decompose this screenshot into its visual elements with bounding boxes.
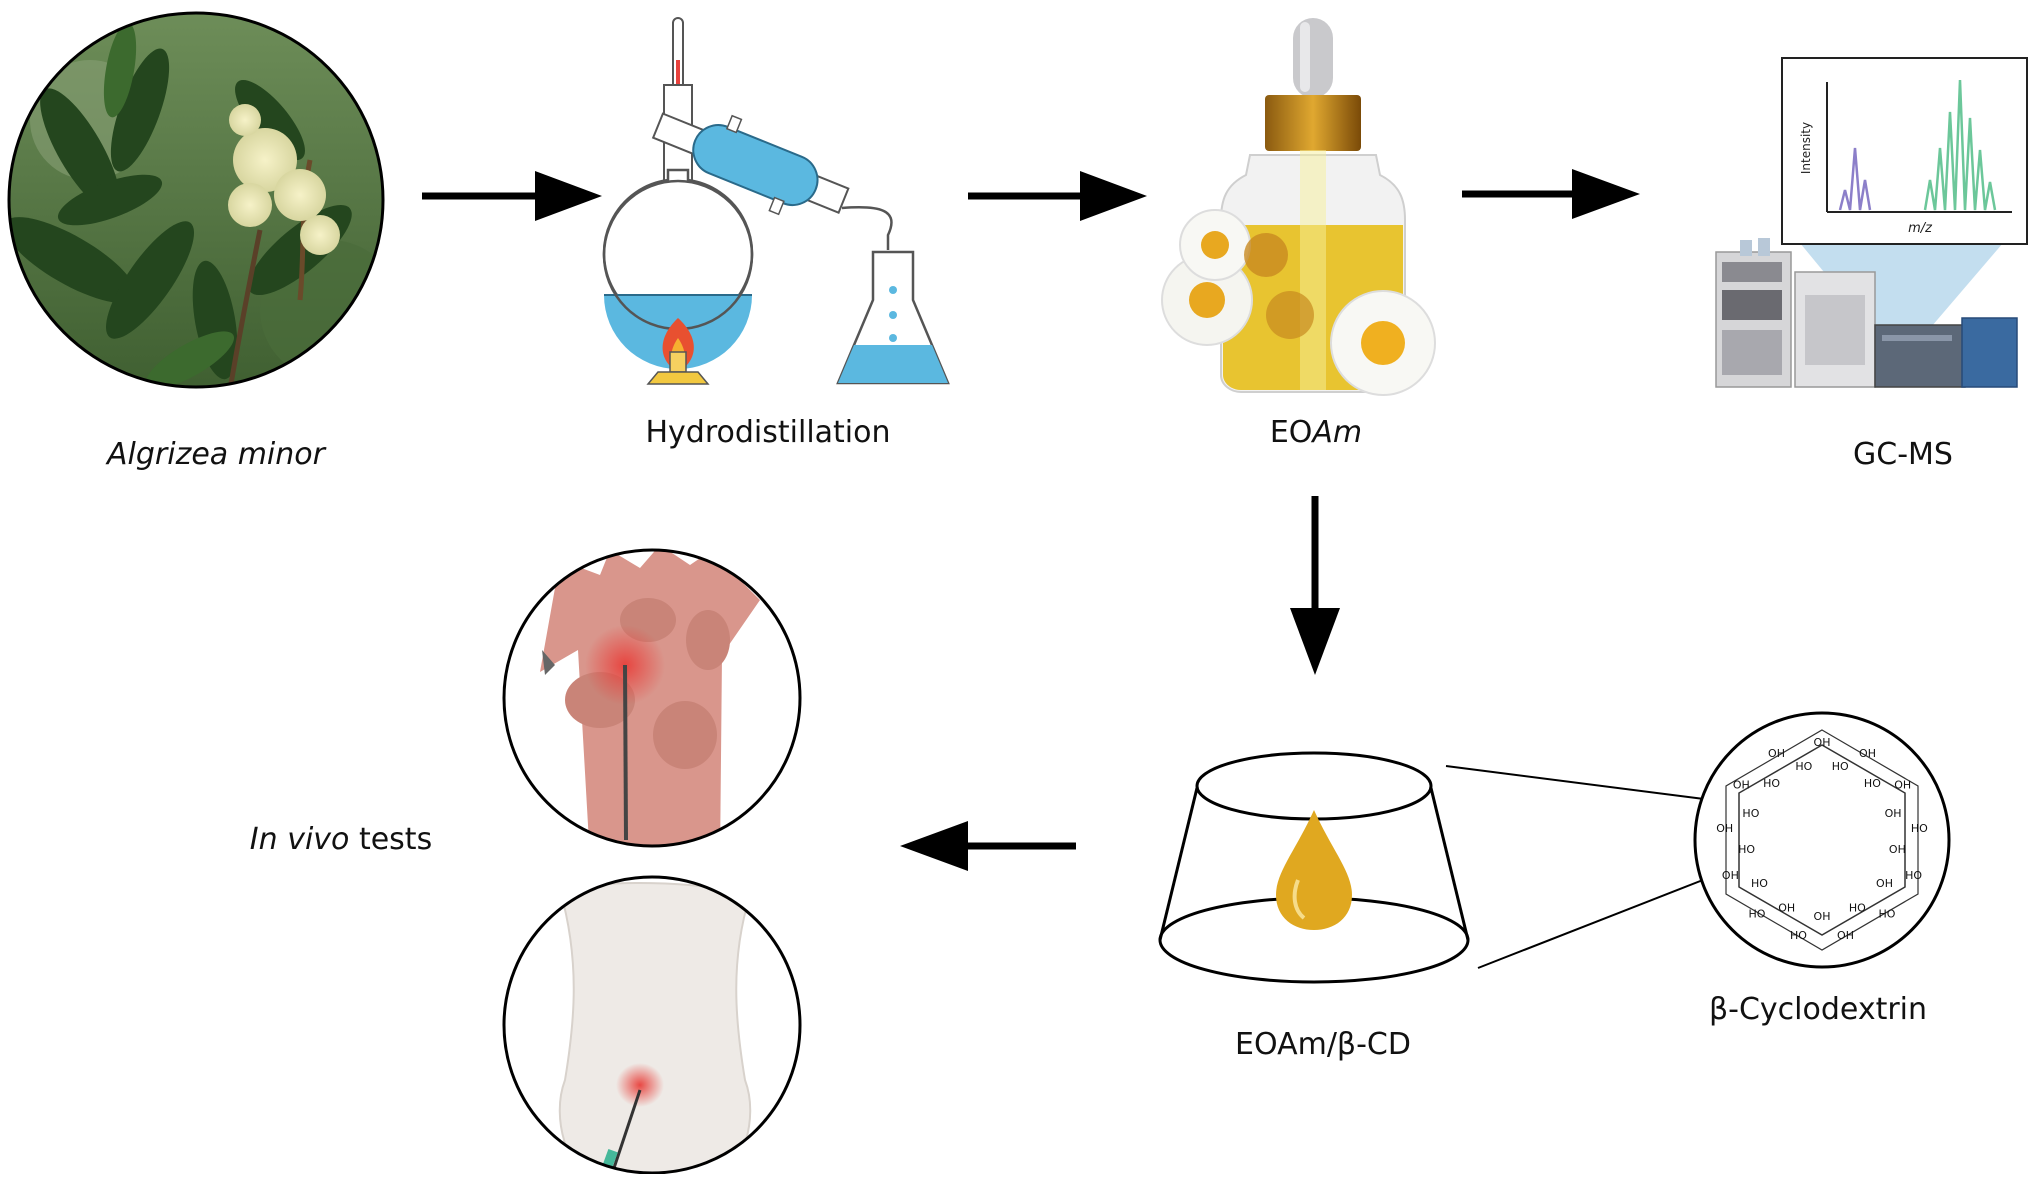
hydroxyl-label: HO (1879, 907, 1896, 920)
label-invivo: In vivo tests (250, 822, 432, 857)
hydroxyl-label: OH (1733, 778, 1750, 791)
label-eoam: EOAm (1270, 415, 1362, 450)
hydroxyl-label: HO (1849, 901, 1866, 914)
label-hydrodistillation: Hydrodistillation (645, 415, 891, 450)
gc-ms-spectrum-inset: Intensity m/z (1781, 57, 2028, 245)
arrow-oil-to-gcms (1462, 169, 1640, 219)
label-invivo-italic: In vivo (249, 822, 350, 857)
hydroxyl-label: HO (1905, 869, 1922, 882)
mouse-injection (502, 875, 802, 1175)
hydroxyl-label: OH (1722, 869, 1739, 882)
plant-photo (7, 11, 385, 389)
hydroxyl-label: OH (1859, 747, 1876, 760)
hydroxyl-label: HO (1911, 822, 1928, 835)
spectrum-xlabel: m/z (1908, 221, 1933, 236)
label-eoam-prefix: EO (1269, 415, 1313, 450)
label-complex: EOAm/β-CD (1235, 1027, 1411, 1062)
hydroxyl-label: OH (1716, 822, 1733, 835)
paw-injection (502, 548, 802, 848)
essential-oil-bottle (1161, 18, 1436, 396)
hydroxyl-label: HO (1864, 777, 1881, 790)
hydroxyl-label: OH (1768, 747, 1785, 760)
hydroxyl-label: OH (1876, 877, 1893, 890)
hydroxyl-label: HO (1832, 760, 1849, 773)
hydroxyl-label: HO (1749, 907, 1766, 920)
hydroxyl-label: OH (1894, 778, 1911, 791)
hydroxyl-label: HO (1795, 760, 1812, 773)
arrow-hydro-to-oil (968, 171, 1147, 221)
label-eoam-suffix: Am (1312, 415, 1363, 450)
daisy-flowers (1161, 209, 1436, 396)
distillation-apparatus (602, 17, 950, 385)
arrow-plant-to-hydro (422, 171, 602, 221)
label-invivo-rest: tests (349, 822, 433, 857)
hydroxyl-label: HO (1738, 843, 1755, 856)
hydroxyl-label: OH (1814, 910, 1831, 923)
hydroxyl-label: OH (1814, 736, 1831, 749)
label-cyclodextrin: β-Cyclodextrin (1708, 992, 1928, 1027)
hydroxyl-label: HO (1742, 807, 1759, 820)
spectrum-ylabel: Intensity (1799, 122, 1813, 174)
hydroxyl-label: OH (1885, 807, 1902, 820)
arrow-complex-to-invivo (900, 821, 1076, 871)
hydroxyl-label: HO (1751, 877, 1768, 890)
hydroxyl-label: HO (1790, 929, 1807, 942)
hydroxyl-label: HO (1763, 777, 1780, 790)
hydroxyl-label: OH (1837, 929, 1854, 942)
hydroxyl-label: OH (1778, 901, 1795, 914)
hydroxyl-label: OH (1889, 843, 1906, 856)
cyclodextrin-cone (1158, 751, 1470, 984)
arrow-oil-to-complex (1290, 496, 1340, 675)
label-gcms: GC-MS (1853, 437, 1953, 472)
label-plant: Algrizea minor (107, 437, 325, 472)
gc-ms-instrument: Intensity m/z (1715, 57, 2028, 388)
zoom-lines (1445, 765, 1709, 969)
